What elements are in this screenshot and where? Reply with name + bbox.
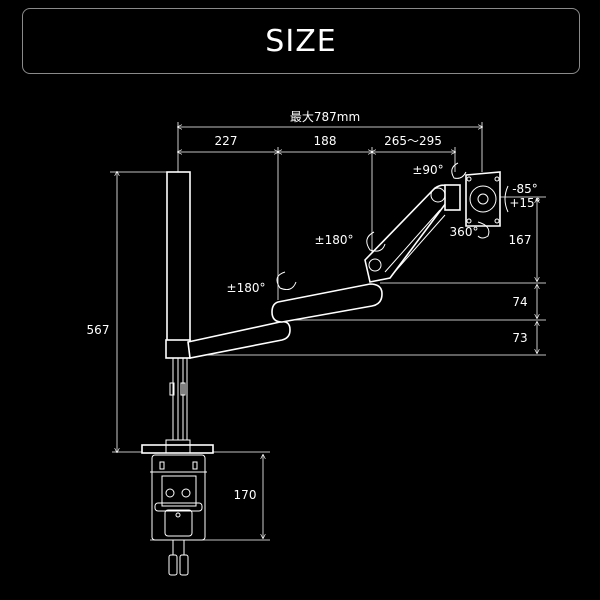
rotation-arrow-icon (366, 231, 386, 252)
tilt-joint (444, 184, 461, 211)
clamp-height-label: 170 (234, 488, 257, 502)
pole-height-label: 567 (87, 323, 110, 337)
cable-2 (179, 554, 189, 576)
max-reach-label: 最大787mm (290, 110, 360, 124)
arm1-rotation-label: ±180° (227, 281, 266, 295)
arm-1 (187, 320, 291, 359)
segment-2-label: 188 (314, 134, 337, 148)
rotation-arrow-icon (276, 271, 297, 290)
pole-collar (165, 339, 191, 359)
vertical-dimensions: 567 170 167 74 73 (87, 172, 546, 541)
arm2-rotation-label: ±180° (315, 233, 354, 247)
vesa-height-label: 167 (509, 233, 532, 247)
horizontal-dimensions: 最大787mm 227 188 265〜295 (178, 110, 482, 345)
arm1-height-label: 73 (512, 331, 527, 345)
title-box: SIZE (22, 8, 580, 74)
vesa-plate (465, 171, 501, 227)
clamp-top-plate (141, 444, 214, 454)
rotate-arrow-icon (477, 221, 490, 239)
segment-3-label: 265〜295 (384, 134, 442, 148)
page-title: SIZE (265, 23, 337, 59)
pole (166, 171, 191, 353)
arm-2 (271, 283, 383, 323)
gas-spring-arm (364, 184, 453, 283)
rotation-arrow-icon (451, 162, 467, 179)
arm2-height-label: 74 (512, 295, 527, 309)
pole-and-clamp (141, 171, 214, 576)
tilt-up-label: +15° (509, 196, 540, 210)
rotation-indicators: ±180° ±180° ±90° -85° +15° 360° (227, 162, 541, 295)
swivel-label: ±90° (412, 163, 443, 177)
clamp-body (151, 454, 206, 541)
cable-1 (168, 554, 178, 576)
arm-segments (187, 171, 501, 359)
tilt-arrow-icon (504, 185, 509, 213)
rotate-label: 360° (450, 225, 479, 239)
segment-1-label: 227 (215, 134, 238, 148)
tilt-down-label: -85° (512, 182, 538, 196)
